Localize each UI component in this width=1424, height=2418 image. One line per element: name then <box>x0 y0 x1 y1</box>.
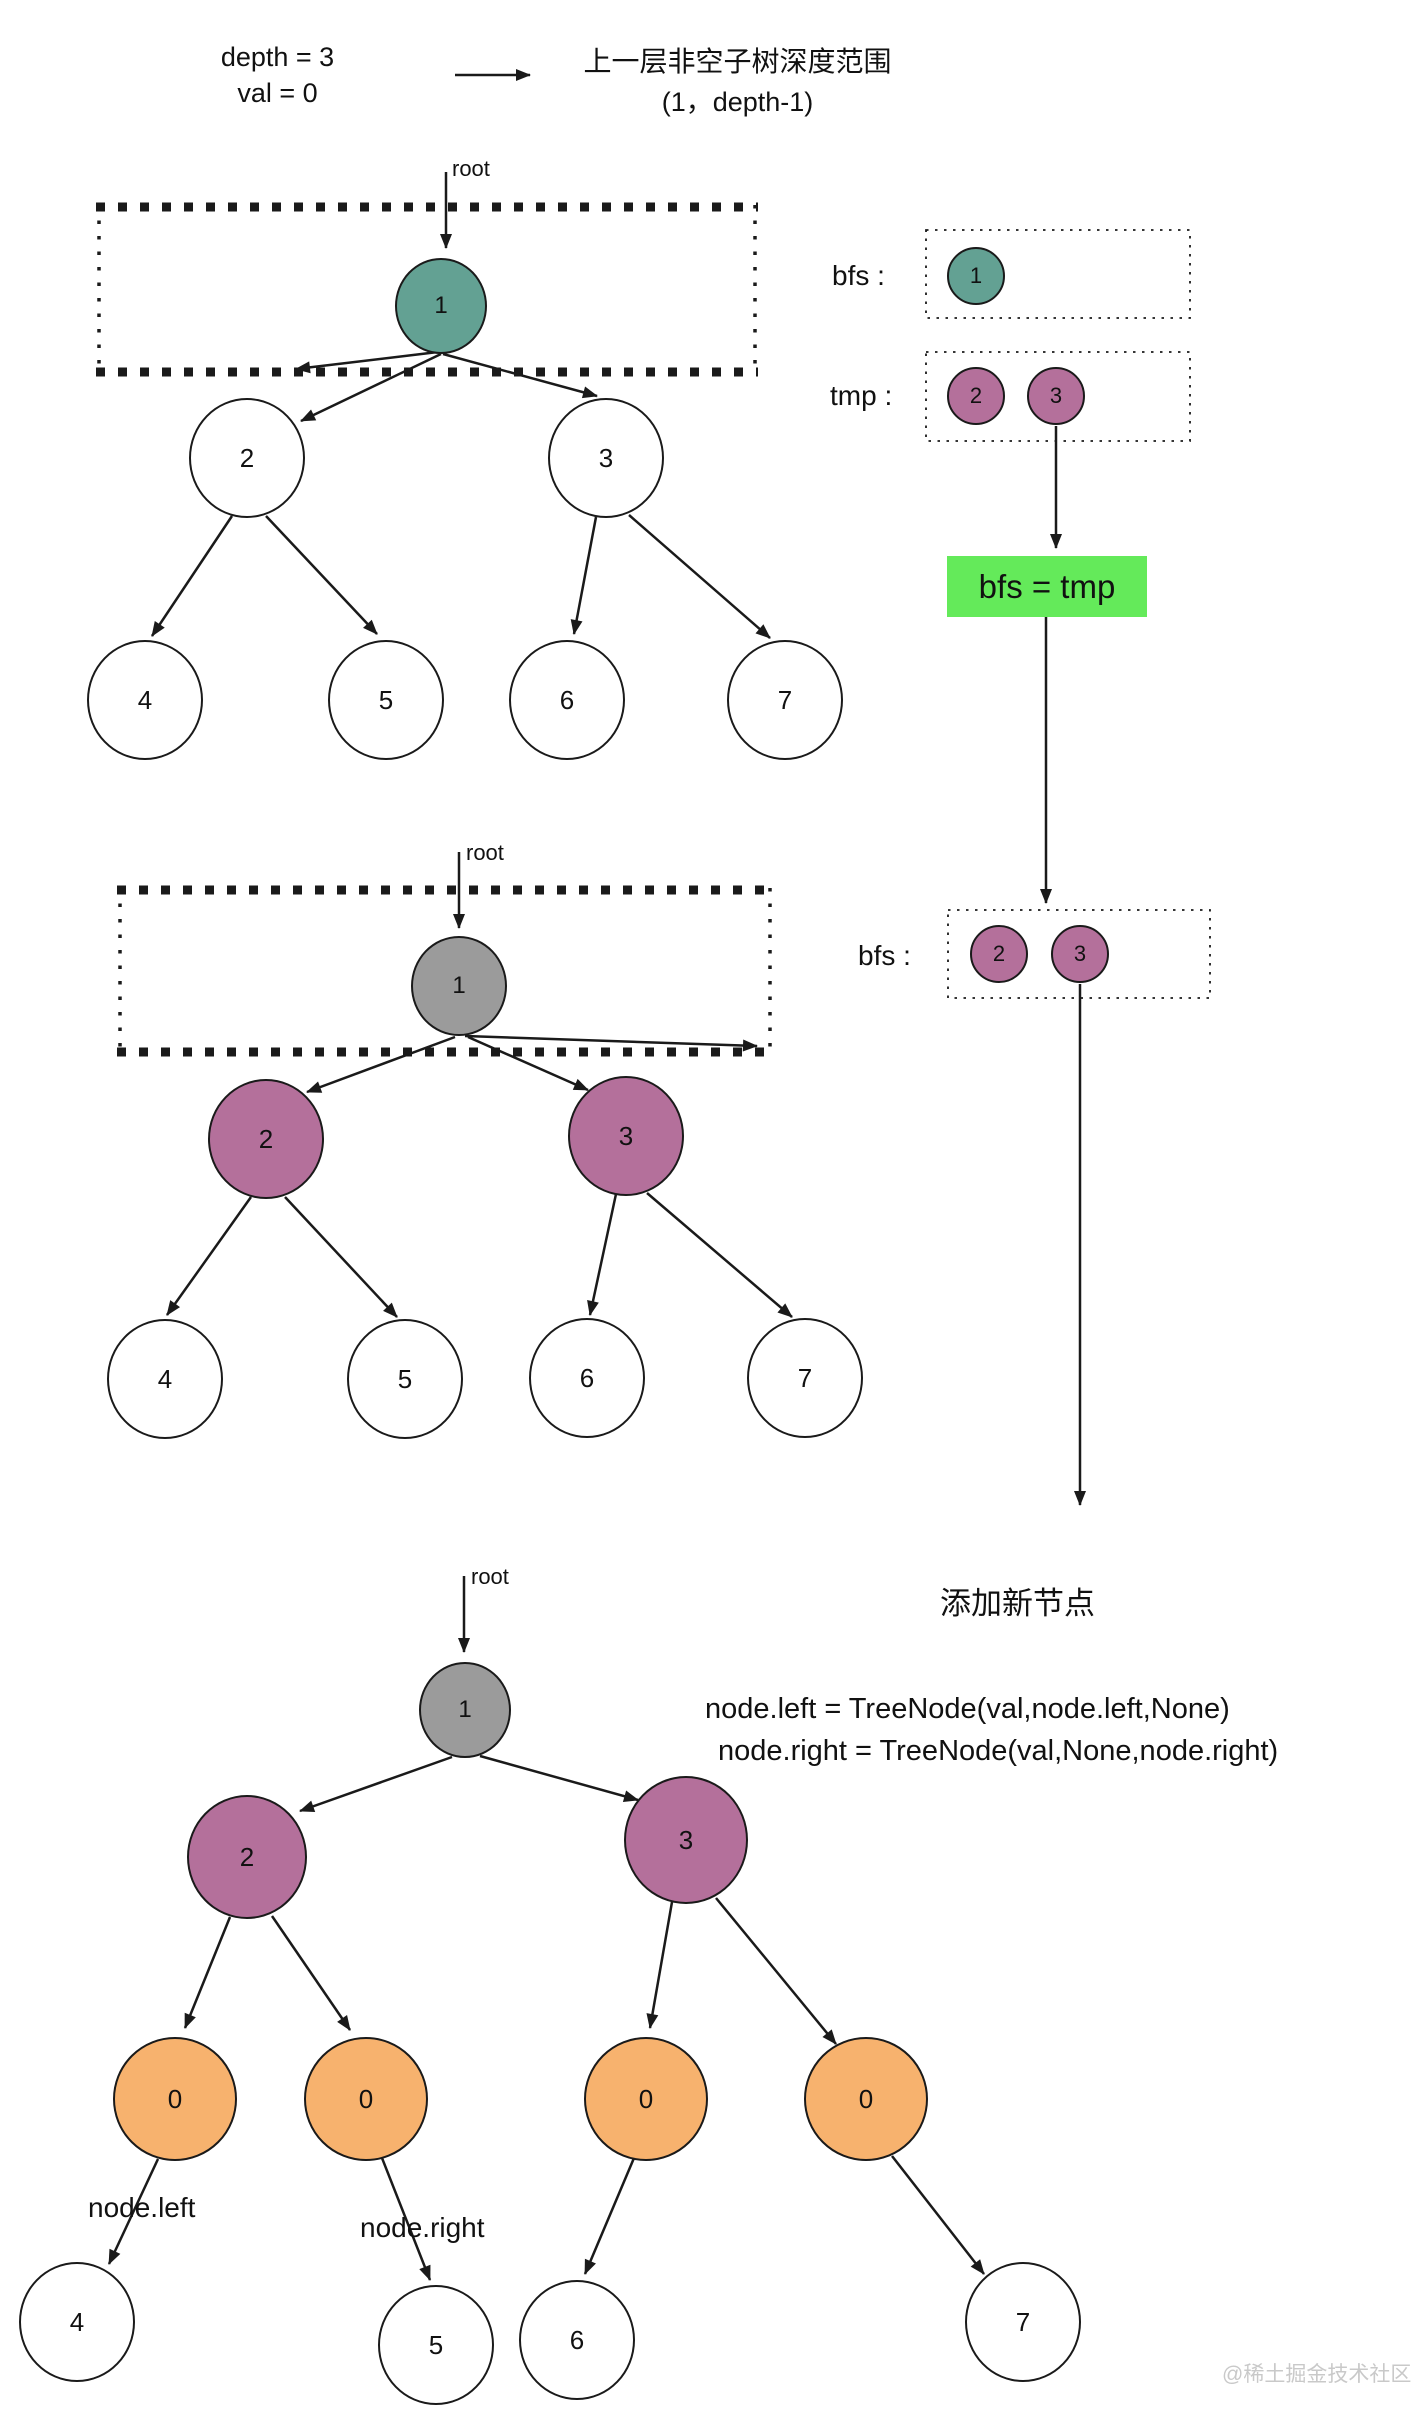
code-line-2: node.right = TreeNode(val,None,node.righ… <box>718 1735 1279 1767</box>
tree2-node-6: 6 <box>529 1318 645 1438</box>
tree3-new-node-1: 0 <box>113 2037 237 2161</box>
tmp-queue-box <box>925 351 1191 442</box>
tree1-edge-1-2 <box>300 352 442 423</box>
tree1-node-5: 5 <box>328 640 444 760</box>
tree3-new-node-3: 0 <box>584 2037 708 2161</box>
tree2-node-7: 7 <box>747 1318 863 1438</box>
header-depth: depth = 3 <box>220 42 335 72</box>
tree2-pop-arrow <box>464 1034 758 1052</box>
tmp-item-2: 3 <box>1027 367 1085 425</box>
tree1-node-4: 4 <box>87 640 203 760</box>
bfs1-item-1: 1 <box>947 247 1005 305</box>
tree2-node-4: 4 <box>107 1319 223 1439</box>
assign-button: bfs = tmp <box>947 556 1147 617</box>
code-line-1: node.left = TreeNode(val,node.left,None) <box>705 1693 1230 1725</box>
tree1-edge-1-3 <box>442 352 598 399</box>
tree3-edge-z2-5 <box>380 2157 432 2281</box>
tree3-edge-3-z3 <box>646 1901 674 2029</box>
tree2-edge-1-3 <box>467 1035 589 1092</box>
tree3-root-label: root <box>471 1564 509 1589</box>
tree3-node-5: 5 <box>378 2285 494 2405</box>
tree3-node-7: 7 <box>965 2262 1081 2382</box>
tree3-new-node-2: 0 <box>304 2037 428 2161</box>
tree3-edge-3-z4 <box>715 1897 837 2045</box>
bfs-label-2: bfs : <box>858 940 911 971</box>
tree3-node-1: 1 <box>419 1662 511 1758</box>
tree3-node-3: 3 <box>624 1776 748 1904</box>
bfs2-item-1: 2 <box>970 925 1028 983</box>
tree3-node-6: 6 <box>519 2280 635 2400</box>
tree2-node-3: 3 <box>568 1076 684 1196</box>
tree2-node-1: 1 <box>411 936 507 1036</box>
tree3-edge-2-z1 <box>183 1916 232 2029</box>
tree2-node-5: 5 <box>347 1319 463 1439</box>
tree1-edge-2-5 <box>265 515 378 635</box>
tree2-edge-2-4 <box>165 1196 253 1316</box>
tree1-edge-3-7 <box>628 514 771 639</box>
tree1-node-6: 6 <box>509 640 625 760</box>
tree2-edge-2-5 <box>284 1196 398 1318</box>
range-note-line1: 上一层非空子树深度范围 <box>583 46 892 77</box>
watermark: @稀土掘金技术社区 <box>1222 2363 1412 2386</box>
range-note-line2: (1，depth-1) <box>661 87 814 117</box>
tree2-edge-3-7 <box>646 1192 793 1318</box>
tree3-edge-1-2 <box>299 1755 453 1813</box>
bfs-label-1: bfs : <box>832 260 885 291</box>
bfs2-item-2: 3 <box>1051 925 1109 983</box>
tree3-edge-z4-7 <box>891 2155 985 2275</box>
tree1-edge-2-4 <box>150 515 234 637</box>
tree2-edge-3-6 <box>587 1193 618 1316</box>
tree1-node-7: 7 <box>727 640 843 760</box>
tree2-edge-1-2 <box>306 1035 456 1094</box>
tree1-node-2: 2 <box>189 398 305 518</box>
add-node-note: 添加新节点 <box>940 1586 1095 1621</box>
tree2-root-label: root <box>466 840 504 865</box>
tmp-item-1: 2 <box>947 367 1005 425</box>
tree3-edge-z3-6 <box>583 2157 636 2275</box>
tree2-node-2: 2 <box>208 1079 324 1199</box>
bfs-queue-box-2 <box>947 909 1211 999</box>
tree3-edge-2-z2 <box>270 1915 352 2031</box>
tree3-node-4: 4 <box>19 2262 135 2382</box>
tree1-edge-3-6 <box>570 516 598 635</box>
tree3-edge-1-3 <box>479 1754 639 1803</box>
tree3-left-label: node.left <box>88 2192 196 2223</box>
tree3-node-2: 2 <box>187 1795 307 1919</box>
tree3-right-label: node.right <box>360 2212 485 2243</box>
tree1-node-3: 3 <box>548 398 664 518</box>
header-val: val = 0 <box>237 78 318 108</box>
tmp-label: tmp : <box>830 380 893 411</box>
tree3-edge-z1-4 <box>107 2158 160 2265</box>
tree1-root-label: root <box>452 156 490 181</box>
tree1-node-1: 1 <box>395 258 487 354</box>
tree1-pop-arrow <box>295 350 439 374</box>
bfs-queue-box-1 <box>925 229 1191 319</box>
tree3-new-node-4: 0 <box>804 2037 928 2161</box>
